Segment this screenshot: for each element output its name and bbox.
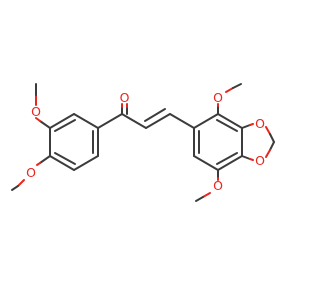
left-benzene-ring xyxy=(49,113,99,171)
left-methoxy-groups xyxy=(11,83,51,191)
dioxole-oxygen-label: O xyxy=(255,116,265,131)
methylenedioxy-ring xyxy=(241,123,275,161)
methoxy-oxygen-label: O xyxy=(213,90,223,105)
methoxy-oxygen-label: O xyxy=(213,178,223,193)
right-benzene-ring xyxy=(193,113,243,171)
right-methoxy-groups xyxy=(195,83,242,202)
methoxy-oxygen-label: O xyxy=(31,104,41,119)
methoxy-oxygen-label: O xyxy=(26,165,36,180)
atom-labels: O O O O O O O xyxy=(26,90,265,193)
carbonyl-oxygen-label: O xyxy=(120,90,130,105)
molecule-structure-diagram: O O O O O O O xyxy=(11,83,275,202)
enone-chain xyxy=(97,103,195,129)
dioxole-oxygen-label: O xyxy=(255,153,265,168)
